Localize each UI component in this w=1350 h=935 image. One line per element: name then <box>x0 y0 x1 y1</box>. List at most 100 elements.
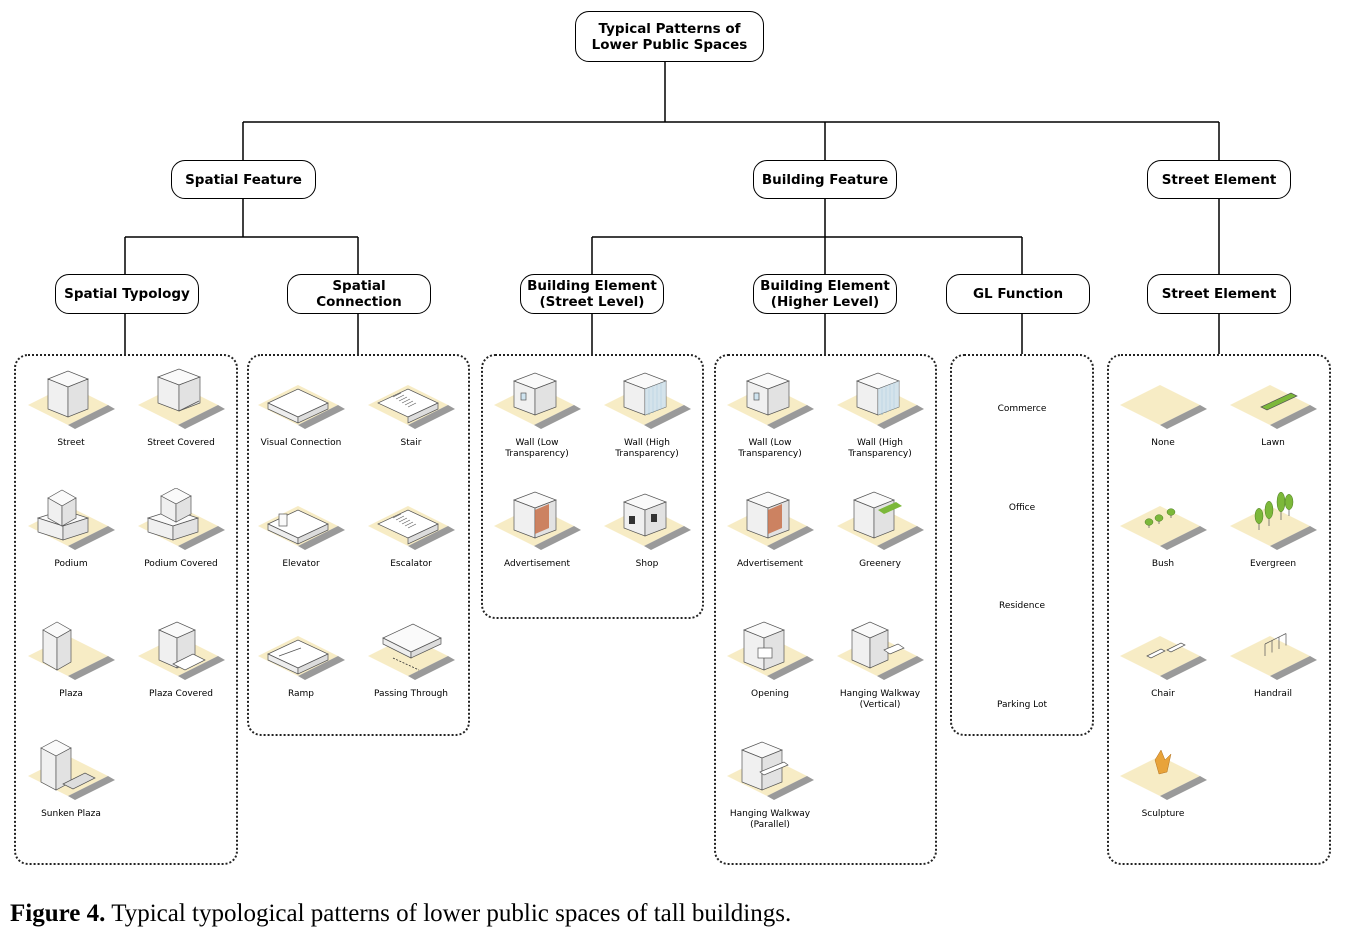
spatial-connection-node: Spatial Connection <box>287 274 431 314</box>
pattern-item: Chair <box>1108 618 1218 700</box>
gl-function-panel <box>950 354 1094 736</box>
bush-icon <box>1120 506 1207 550</box>
pattern-item: Street Covered <box>126 367 236 449</box>
spatial-typology-panel <box>14 354 238 865</box>
pattern-label: Podium Covered <box>144 559 218 569</box>
tree-connectors <box>124 62 1220 354</box>
pattern-item: Advertisement <box>715 488 825 570</box>
pattern-label: Chair <box>1151 689 1175 699</box>
pattern-item: Wall (Low Transparency) <box>715 367 825 460</box>
spatial-typology-node: Spatial Typology <box>55 274 199 314</box>
pattern-item: Lawn <box>1218 367 1328 449</box>
advertisement-icon <box>727 491 814 550</box>
gl-function-node: GL Function <box>946 274 1090 314</box>
hanging-walkway-parallel-icon <box>727 741 814 800</box>
advertisement-icon <box>494 491 581 550</box>
sunken-plaza-icon <box>28 739 115 800</box>
pattern-item: Shop <box>592 488 702 570</box>
escalator-icon <box>368 506 455 550</box>
hierarchy-diagram: Typical Patterns of Lower Public Spaces … <box>14 11 1331 865</box>
shop-icon <box>604 493 691 550</box>
pattern-label: Evergreen <box>1249 559 1297 569</box>
box-covered-icon <box>138 368 225 429</box>
empty-plot-icon <box>1120 385 1207 429</box>
pattern-label: None <box>1151 438 1175 448</box>
pattern-item: Street <box>16 367 126 449</box>
pattern-item: Ramp <box>246 618 356 700</box>
pattern-label: Bush <box>1151 559 1175 569</box>
figure-label: Figure 4. <box>10 900 106 927</box>
pattern-label: Passing Through <box>373 689 449 699</box>
pattern-label: Advertisement <box>503 559 571 569</box>
pattern-label: Handrail <box>1254 689 1292 699</box>
pattern-item: Sculpture <box>1108 738 1218 820</box>
figure-caption-text: Typical typological patterns of lower pu… <box>111 900 792 927</box>
podium-icon <box>28 489 115 550</box>
wall-low-icon <box>494 372 581 429</box>
street-element-panel <box>1107 354 1331 865</box>
box-building-icon <box>28 370 115 429</box>
pattern-label: Shop <box>635 559 659 569</box>
lawn-icon <box>1230 385 1317 429</box>
plaza-covered-icon <box>138 621 225 680</box>
pattern-label: Greenery <box>859 559 901 569</box>
figure-caption: Figure 4. Typical typological patterns o… <box>10 900 791 928</box>
pattern-item: Wall (High Transparency) <box>592 367 702 460</box>
root-node: Typical Patterns of Lower Public Spaces <box>575 11 764 62</box>
pattern-item: Bush <box>1108 488 1218 570</box>
ramp-icon <box>258 636 345 680</box>
pattern-label: Ramp <box>287 689 315 699</box>
pattern-label: Escalator <box>390 559 432 569</box>
pattern-label: Hanging Walkway (Vertical) <box>839 689 921 710</box>
pattern-item: Visual Connection <box>246 367 356 449</box>
pattern-label: Wall (High Transparency) <box>848 438 912 459</box>
pattern-item: Evergreen <box>1218 488 1328 570</box>
pattern-item: Plaza <box>16 618 126 700</box>
pattern-item: Sunken Plaza <box>16 738 126 820</box>
pattern-item: None <box>1108 367 1218 449</box>
pattern-item: Advertisement <box>482 488 592 570</box>
pattern-label: Stair <box>400 438 422 448</box>
pattern-item: Escalator <box>356 488 466 570</box>
chair-icon <box>1120 636 1207 680</box>
passing-through-icon <box>368 623 455 680</box>
podium-covered-icon <box>138 488 225 550</box>
gl-function-item: Residence <box>998 601 1045 611</box>
pattern-label: Elevator <box>282 559 320 569</box>
street-element-node: Street Element <box>1147 160 1291 199</box>
wall-high-icon <box>604 372 691 429</box>
pattern-item: Wall (High Transparency) <box>825 367 935 460</box>
sculpture-icon <box>1120 749 1207 800</box>
gl-function-item: Commerce <box>997 404 1047 414</box>
pattern-item: Plaza Covered <box>126 618 236 700</box>
building-element-higher-node: Building Element (Higher Level) <box>753 274 897 314</box>
pattern-label: Sculpture <box>1141 809 1185 819</box>
opening-icon <box>727 621 814 680</box>
pattern-label: Hanging Walkway (Parallel) <box>729 809 811 830</box>
visual-connection-icon <box>258 385 345 429</box>
pattern-item: Wall (Low Transparency) <box>482 367 592 460</box>
stair-icon <box>368 385 455 429</box>
pattern-item: Greenery <box>825 488 935 570</box>
pattern-item: Podium <box>16 488 126 570</box>
building-higher-panel <box>714 354 937 865</box>
pattern-item: Handrail <box>1218 618 1328 700</box>
pattern-label: Street <box>57 438 85 448</box>
hanging-walkway-vertical-icon <box>837 621 924 680</box>
building-element-street-node: Building Element (Street Level) <box>520 274 664 314</box>
street-element-sub-node: Street Element <box>1147 274 1291 314</box>
wall-low-icon <box>727 372 814 429</box>
pattern-item: Opening <box>715 618 825 700</box>
pattern-item: Podium Covered <box>126 488 236 570</box>
plaza-icon <box>28 621 115 680</box>
handrail-icon <box>1230 633 1317 680</box>
wall-high-icon <box>837 372 924 429</box>
spatial-connection-panel <box>247 354 470 736</box>
greenery-icon <box>837 491 924 550</box>
spatial-feature-node: Spatial Feature <box>171 160 316 199</box>
pattern-label: Visual Connection <box>260 438 342 448</box>
pattern-label: Wall (Low Transparency) <box>505 438 569 459</box>
pattern-label: Sunken Plaza <box>41 809 101 819</box>
pattern-label: Advertisement <box>736 559 804 569</box>
pattern-label: Podium <box>54 559 88 569</box>
